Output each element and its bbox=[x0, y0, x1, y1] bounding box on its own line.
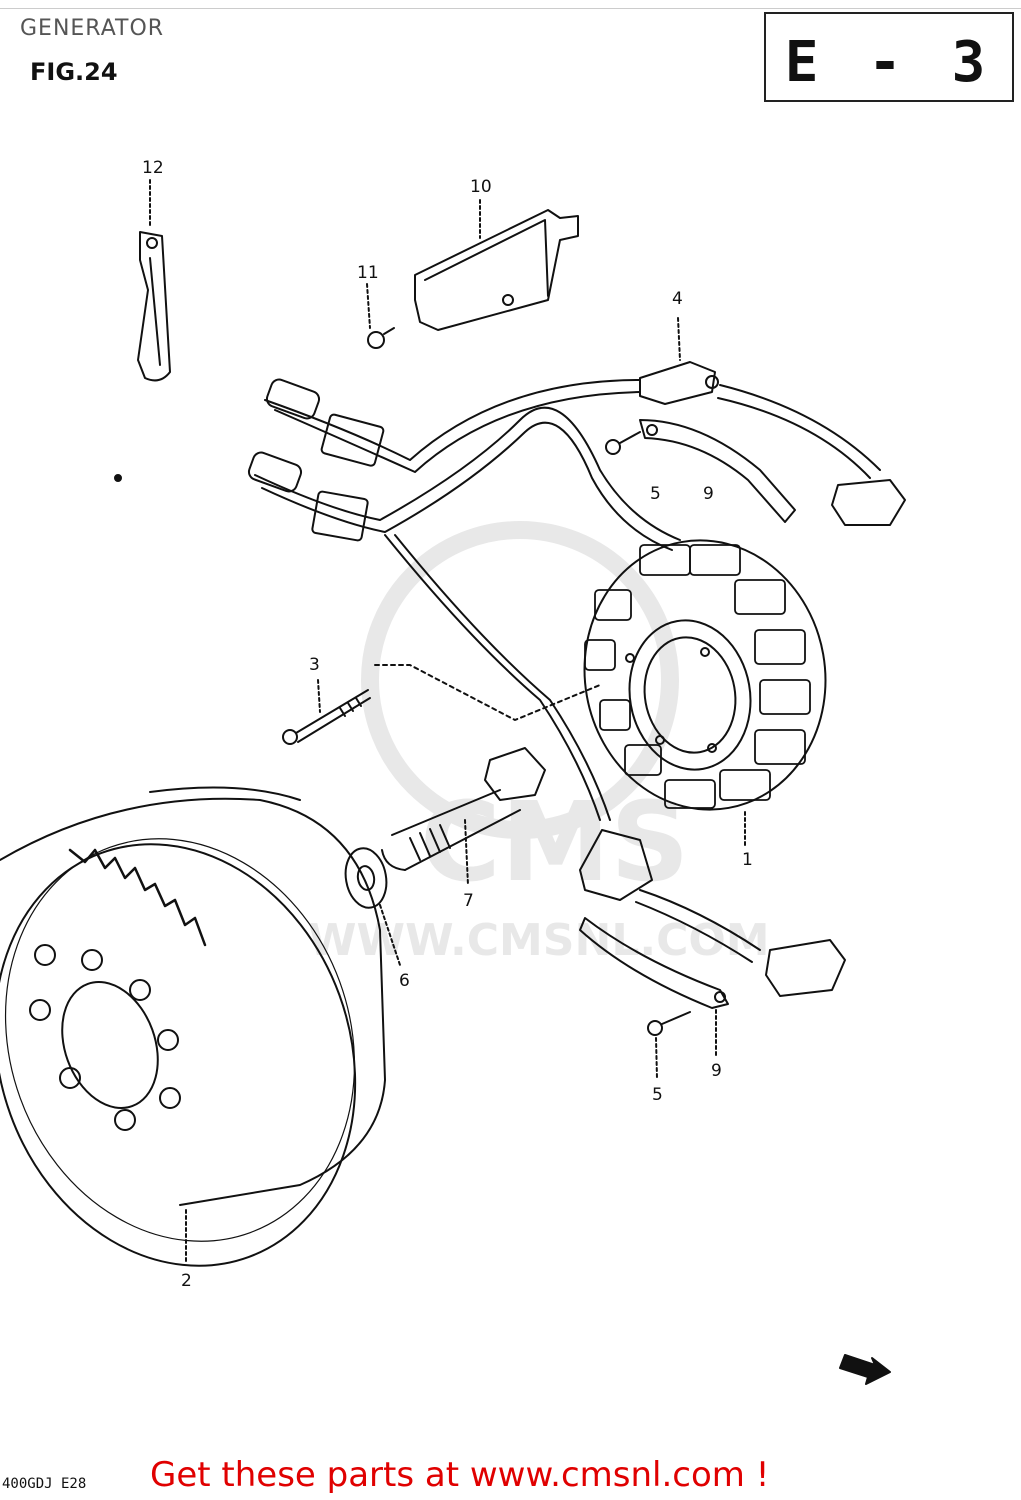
parts-banner-link[interactable]: Get these parts at www.cmsnl.com ! bbox=[150, 1455, 770, 1495]
sheet-code-box: E - 3 bbox=[764, 12, 1014, 102]
watermark-url: WWW.CMSNL.COM bbox=[308, 915, 770, 966]
callout-12: 12 bbox=[142, 158, 164, 178]
callout-5-lower: 5 bbox=[652, 1085, 663, 1105]
part-10-cover-plate bbox=[414, 199, 579, 331]
figure-label: FIG.24 bbox=[30, 58, 118, 86]
part-2-rotor-flywheel bbox=[0, 786, 386, 1267]
part-7-rotor-bolt bbox=[381, 747, 546, 886]
callout-7: 7 bbox=[463, 891, 474, 911]
callout-2: 2 bbox=[181, 1271, 192, 1291]
drawing-code: 400GDJ E28 bbox=[2, 1476, 87, 1492]
front-arrow bbox=[839, 1354, 891, 1385]
part-5-screw-upper bbox=[605, 431, 641, 455]
callout-10: 10 bbox=[470, 177, 492, 197]
callout-5-upper: 5 bbox=[650, 484, 661, 504]
part-3-stator-screw bbox=[282, 664, 601, 745]
callout-4: 4 bbox=[672, 289, 683, 309]
page-title: GENERATOR bbox=[20, 16, 165, 41]
watermark: CMS WWW.CMSNL.COM bbox=[308, 521, 770, 966]
part-4-clamp-connector bbox=[639, 317, 719, 405]
callout-3: 3 bbox=[309, 655, 320, 675]
part-9-wire-clamp-upper bbox=[639, 419, 796, 523]
callout-9-lower: 9 bbox=[711, 1061, 722, 1081]
callout-6: 6 bbox=[399, 971, 410, 991]
part-11-cover-screw bbox=[366, 283, 395, 349]
stray-dot bbox=[114, 474, 122, 482]
part-12-wire-guide bbox=[137, 179, 171, 382]
part-1-stator bbox=[583, 539, 827, 846]
sheet-code: E - 3 bbox=[784, 30, 994, 95]
part-9-wire-clamp-lower bbox=[579, 917, 729, 1056]
callout-labels: 1 2 3 4 5 9 7 6 5 9 10 11 12 bbox=[142, 158, 753, 1291]
lower-coupler bbox=[579, 829, 846, 997]
part-5-screw-lower bbox=[647, 1011, 691, 1079]
callout-1: 1 bbox=[742, 850, 753, 870]
callout-9-upper: 9 bbox=[703, 484, 714, 504]
wiring-harness bbox=[247, 378, 906, 821]
top-rule bbox=[0, 8, 1021, 9]
callout-11: 11 bbox=[357, 263, 379, 283]
